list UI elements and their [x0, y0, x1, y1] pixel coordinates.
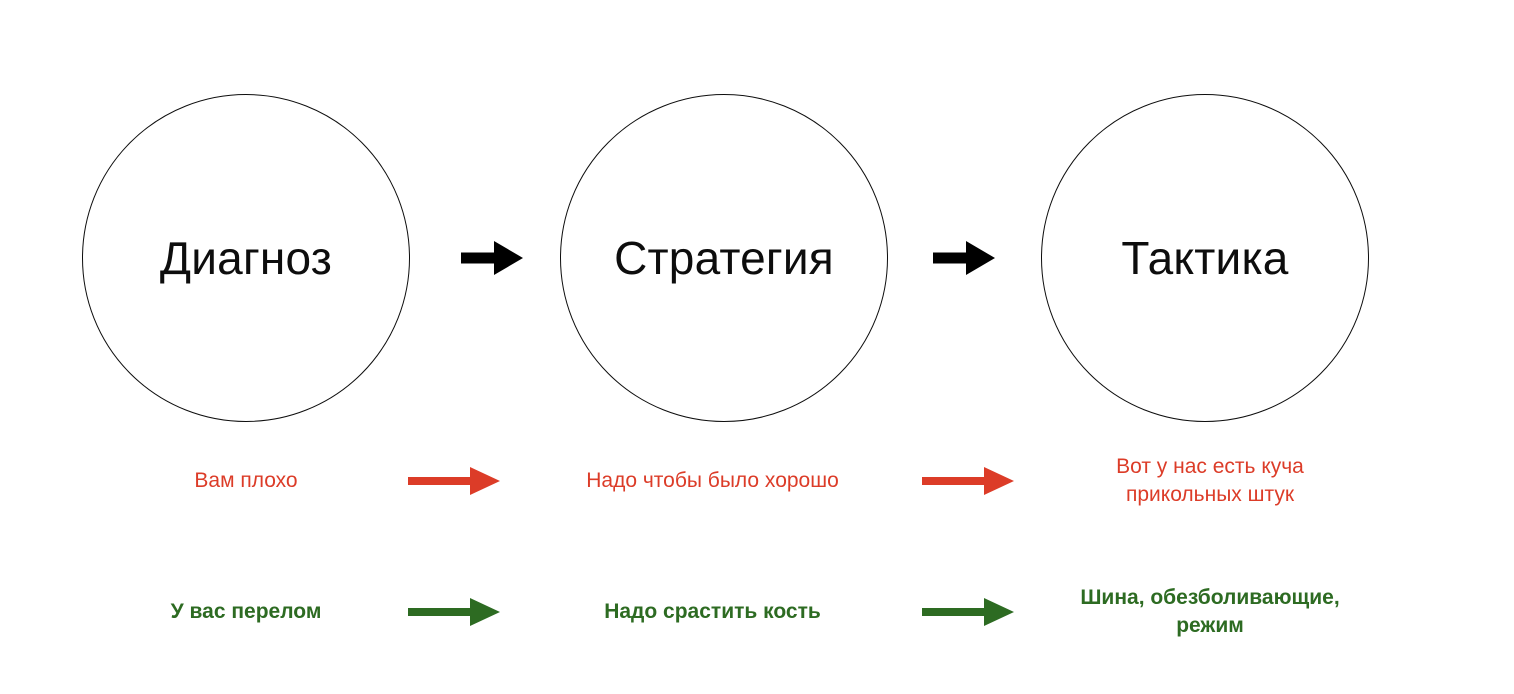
annotation-row-marketing: Вам плохо Надо чтобы было хорошо Вот у н…: [0, 438, 1514, 524]
green-arrow-right-icon-2: [922, 595, 1014, 629]
annotation-cell-marketing-tactics: Вот у нас есть куча прикольных штук: [1030, 438, 1390, 524]
annotation-text: Вам плохо: [194, 469, 298, 493]
annotation-cell-marketing-strategy: Надо чтобы было хорошо: [510, 438, 915, 524]
annotation-cell-marketing-diagnosis: Вам плохо: [96, 438, 396, 524]
node-diagnosis-label: Диагноз: [159, 232, 333, 284]
annotation-text: Надо срастить кость: [604, 600, 821, 624]
annotation-cell-medical-tactics: Шина, обезболивающие, режим: [1030, 569, 1390, 655]
node-diagnosis: Диагноз: [82, 94, 410, 422]
annotation-cell-medical-diagnosis: У вас перелом: [96, 569, 396, 655]
annotation-row-medical: У вас перелом Надо срастить кость Шина, …: [0, 569, 1514, 655]
node-tactics: Тактика: [1041, 94, 1369, 422]
red-arrow-right-icon-2: [922, 464, 1014, 498]
annotation-text: Надо чтобы было хорошо: [586, 469, 839, 493]
red-arrow-right-icon-1: [408, 464, 500, 498]
node-strategy: Стратегия: [560, 94, 888, 422]
green-arrow-right-icon-1: [408, 595, 500, 629]
annotation-text: Шина, обезболивающие, режим: [1080, 586, 1340, 637]
annotation-text: У вас перелом: [170, 600, 322, 624]
node-row: Диагноз Стратегия Тактика: [0, 94, 1514, 424]
node-tactics-label: Тактика: [1121, 232, 1289, 284]
arrow-right-icon-strategy-to-tactics: [933, 235, 995, 281]
node-strategy-label: Стратегия: [614, 232, 834, 284]
annotation-text: Вот у нас есть куча прикольных штук: [1116, 455, 1304, 506]
annotation-cell-medical-strategy: Надо срастить кость: [510, 569, 915, 655]
arrow-right-icon-diagnosis-to-strategy: [461, 235, 523, 281]
